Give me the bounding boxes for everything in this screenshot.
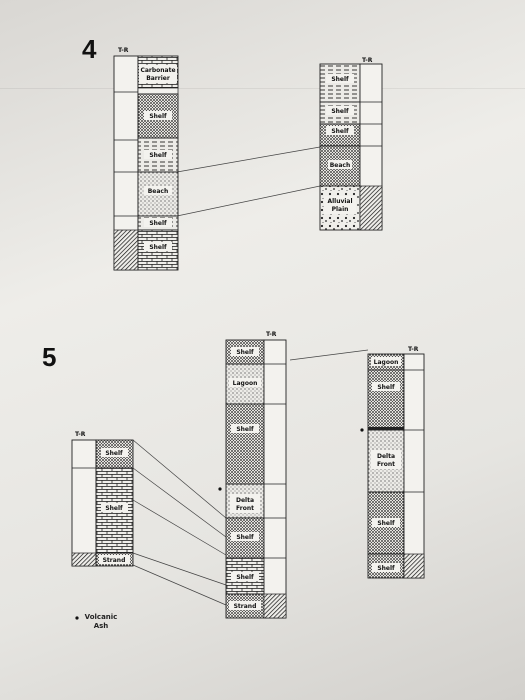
tr-box [263, 339, 287, 619]
unit-label: Barrier [146, 75, 170, 82]
lithology-unit [113, 229, 139, 271]
volcanic-ash-marker [218, 487, 222, 491]
tr-label: T-R [362, 57, 373, 64]
unit-label: Beach [330, 162, 351, 169]
lithology-unit [403, 553, 425, 579]
lithology-unit [359, 185, 383, 231]
unit-label: Shelf [149, 220, 167, 227]
unit-label: Delta [377, 453, 395, 460]
tr-label: T-R [408, 346, 419, 353]
unit-label: Shelf [105, 505, 123, 512]
lithology-unit [263, 593, 287, 619]
ash-band [368, 427, 404, 430]
lithology-unit [367, 369, 405, 431]
unit-label: Carbonate [140, 67, 175, 74]
strat-column: T-R Shelf Shelf Strand [71, 431, 134, 567]
unit-label: Lagoon [374, 359, 399, 366]
tr-label: T-R [118, 47, 129, 54]
tr-box [71, 439, 97, 567]
unit-label: Shelf [377, 565, 395, 572]
volcanic-ash-marker [360, 428, 364, 432]
unit-label: Shelf [149, 152, 167, 159]
unit-label: Beach [148, 188, 169, 195]
lithology-unit [71, 552, 97, 567]
legend [75, 616, 79, 620]
lithology-unit [137, 87, 179, 95]
unit-label: Shelf [331, 76, 349, 83]
unit-label: Shelf [331, 108, 349, 115]
unit-label: Shelf [149, 113, 167, 120]
unit-label: Shelf [236, 534, 254, 541]
unit-label: Alluvial [327, 198, 352, 205]
tr-label: T-R [75, 431, 86, 438]
correlation-lines [132, 349, 369, 606]
figure-number: 4 [82, 34, 97, 64]
legend-label: Volcanic Ash [84, 613, 118, 630]
unit-label: Shelf [377, 384, 395, 391]
tr-label: T-R [266, 331, 277, 338]
unit-label: Shelf [236, 426, 254, 433]
unit-label: Shelf [377, 520, 395, 527]
unit-label: Plain [332, 206, 349, 213]
strat-column: T-R Shelf Shelf Shelf Beach Alluvial Pla… [319, 57, 383, 231]
unit-label: Shelf [331, 128, 349, 135]
paper-crease [0, 88, 525, 89]
figure-number: 5 [42, 342, 56, 372]
volcanic-ash-marker [75, 616, 79, 620]
correlation-lines [176, 146, 321, 217]
strat-column: T-R Shelf Lagoon Shelf Delta Front Shelf… [218, 331, 287, 619]
lithology-unit [225, 403, 265, 485]
unit-label: Front [377, 461, 395, 468]
unit-label: Shelf [236, 349, 254, 356]
tr-box [403, 353, 425, 579]
strat-column: T-R Lagoon Shelf Delta Front Shelf Shelf [360, 346, 425, 579]
unit-label: Strand [234, 603, 257, 610]
unit-label: Front [236, 505, 254, 512]
strat-column: T-R Carbonate Barrier Shelf Shelf Beach … [113, 47, 179, 271]
unit-label: Shelf [149, 244, 167, 251]
unit-label: Shelf [236, 574, 254, 581]
unit-label: Shelf [105, 450, 123, 457]
unit-label: Strand [103, 557, 126, 564]
unit-label: Delta [236, 497, 254, 504]
unit-label: Lagoon [233, 380, 258, 387]
